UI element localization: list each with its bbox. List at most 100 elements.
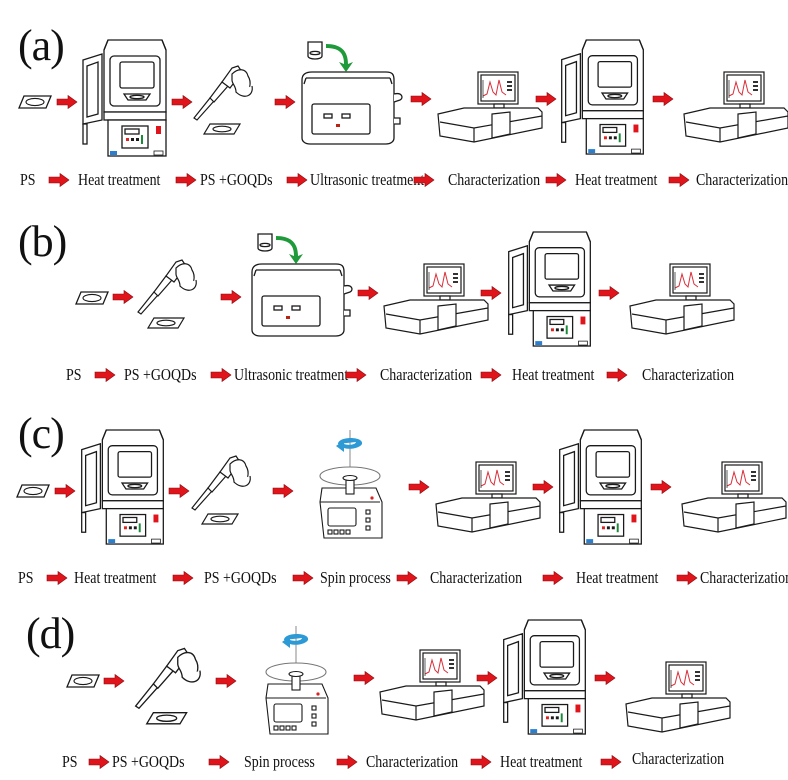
arrow-icon [215,674,237,688]
step-label: Heat treatment [74,568,157,587]
step-label: PS [62,752,78,771]
spectrometer-icon [376,648,486,724]
spectrometer-icon [380,262,490,338]
arrow-icon [545,173,567,187]
pipette-icon [190,452,256,526]
step-label: Heat treatment [575,170,658,189]
arrow-icon [88,755,110,769]
furnace-icon [558,38,648,156]
arrow-icon [357,286,379,300]
step-label: Ultrasonic treatment [234,365,349,384]
substrate-icon [75,290,109,306]
step-label: Heat treatment [500,752,583,771]
step-label: Heat treatment [512,365,595,384]
step-label: Characterization [448,170,541,189]
step-label: Characterization [380,365,473,384]
substrate-icon [18,94,52,110]
arrow-icon [476,671,498,685]
arrow-icon [274,95,296,109]
step-label: Ultrasonic treatment [310,170,425,189]
step-label: Characterization [696,170,788,189]
step-label: Heat treatment [576,568,659,587]
arrow-icon [598,286,620,300]
step-label: PS +GOQDs [204,568,277,587]
arrow-icon [408,480,430,494]
spectrometer-icon [432,460,542,536]
pipette-icon [192,62,258,136]
furnace-icon [80,38,170,158]
panel-label-d: (d) [26,609,75,658]
spectrometer-icon [434,70,544,146]
arrow-icon [410,92,432,106]
arrow-icon [600,755,622,769]
arrow-icon [396,571,418,585]
arrow-icon [606,368,628,382]
substrate-icon [16,483,50,499]
arrow-icon [470,755,492,769]
arrow-icon [336,755,358,769]
arrow-icon [172,571,194,585]
arrow-icon [345,368,367,382]
furnace-icon [78,428,168,546]
spectrometer-icon [622,660,732,736]
furnace-icon [556,428,646,546]
arrow-icon [56,95,78,109]
pipette-icon [132,644,208,726]
arrow-icon [292,571,314,585]
arrow-icon [54,484,76,498]
step-label: Characterization [366,752,459,771]
furnace-icon [505,230,595,348]
arrow-icon [668,173,690,187]
arrow-icon [220,290,242,304]
arrow-icon [652,92,674,106]
arrow-icon [103,674,125,688]
arrow-icon [48,173,70,187]
spin-coater-icon [262,626,332,740]
substrate-icon [66,673,100,689]
panel-label-a: (a) [18,21,65,70]
pipette-icon [136,256,202,330]
arrow-icon [175,173,197,187]
step-label: PS [18,568,34,587]
step-label: Characterization [430,568,523,587]
arrow-icon [480,368,502,382]
step-label: Spin process [320,568,391,587]
arrow-icon [413,173,435,187]
panel-label-c: (c) [18,409,65,458]
step-label: Heat treatment [78,170,161,189]
step-label: PS +GOQDs [200,170,273,189]
arrow-icon [210,368,232,382]
step-label: PS [20,170,36,189]
arrow-icon [208,755,230,769]
arrow-icon [535,92,557,106]
furnace-icon [500,618,590,736]
arrow-icon [353,671,375,685]
arrow-icon [112,290,134,304]
step-label: PS +GOQDs [112,752,185,771]
arrow-icon [168,484,190,498]
step-label: Characterization [700,568,788,587]
spectrometer-icon [680,70,788,146]
step-label: Spin process [244,752,315,771]
arrow-icon [676,571,698,585]
spin-coater-icon [316,430,386,544]
arrow-icon [532,480,554,494]
arrow-icon [46,571,68,585]
arrow-icon [286,173,308,187]
step-label: Characterization [632,749,725,768]
spectrometer-icon [626,262,736,338]
arrow-icon [542,571,564,585]
ultrasonic-bath-icon [300,30,404,156]
arrow-icon [650,480,672,494]
arrow-icon [272,484,294,498]
arrow-icon [171,95,193,109]
step-label: PS +GOQDs [124,365,197,384]
ultrasonic-bath-icon [250,222,354,348]
spectrometer-icon [678,460,788,536]
arrow-icon [480,286,502,300]
step-label: Characterization [642,365,735,384]
arrow-icon [594,671,616,685]
arrow-icon [94,368,116,382]
panel-label-b: (b) [18,217,67,266]
step-label: PS [66,365,82,384]
